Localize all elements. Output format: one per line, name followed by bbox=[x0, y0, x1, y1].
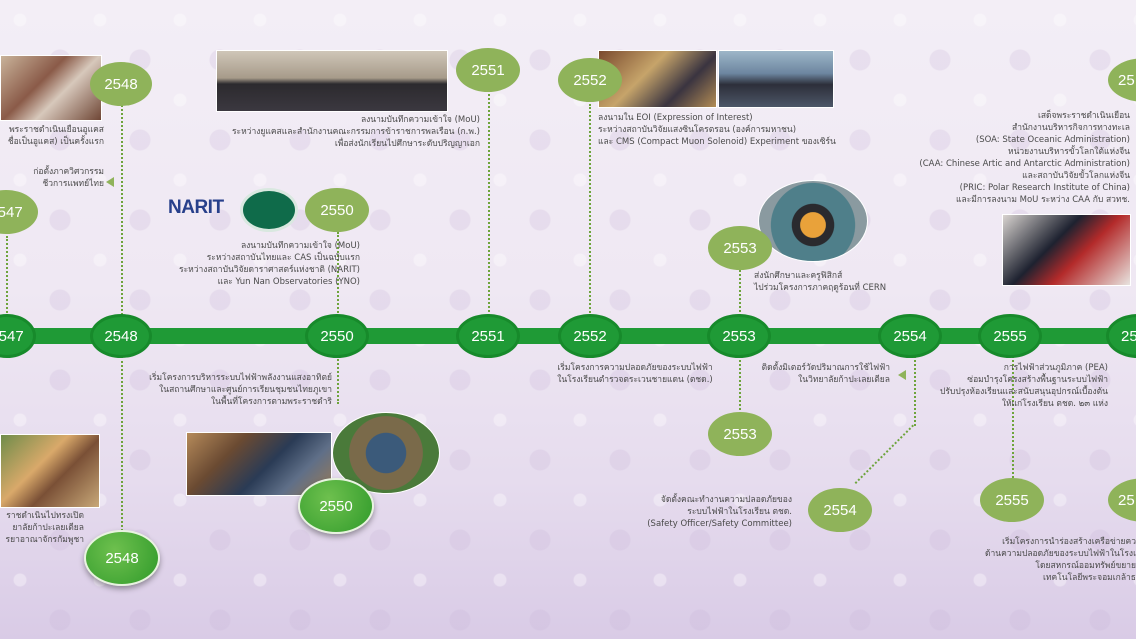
connector-2554-down bbox=[914, 356, 916, 426]
event-2548-royal-visit: พระราชดำเนินเยือนอูแคส ชื่อเป็นอูแคส) เป… bbox=[7, 125, 104, 147]
year-marker-2554: 2554 bbox=[878, 314, 942, 358]
event-2550-mou-cas: ลงนามบันทึกความเข้าใจ (MoU) ระหว่างสถาบั… bbox=[179, 241, 360, 287]
year-bubble-edge-bottom: 25 bbox=[1108, 478, 1136, 522]
event-2555-pea: การไฟฟ้าส่วนภูมิภาค (PEA) ซ่อมบำรุงโครงส… bbox=[939, 363, 1108, 409]
photo-polar-visit bbox=[1002, 214, 1131, 286]
connector-2551-up bbox=[488, 94, 490, 316]
cas-seal-logo bbox=[240, 188, 298, 232]
photo-royal-visit-2548 bbox=[0, 55, 102, 121]
year-bubble-2548-top: 2548 bbox=[90, 62, 152, 106]
year-bubble-2552: 2552 bbox=[558, 58, 622, 102]
connector-2554-diag bbox=[854, 424, 914, 484]
year-marker-edge: 25 bbox=[1106, 314, 1136, 358]
event-2547-founding: ก่อตั้งภาควิศวกรรม ชีวการแพทย์ไทย bbox=[33, 167, 104, 189]
year-bubble-2554-bottom: 2554 bbox=[808, 488, 872, 532]
year-marker-2551: 2551 bbox=[456, 314, 520, 358]
connector-2550-down bbox=[337, 356, 339, 404]
year-bubble-2553-bottom: 2553 bbox=[708, 412, 772, 456]
arrow-2553-label bbox=[898, 370, 906, 380]
year-bubble-2553-top: 2553 bbox=[708, 226, 772, 270]
connector-2555-down bbox=[1012, 356, 1014, 478]
event-2555-network: เริ่มโครงการนำร่องสร้างเครือข่ายคว ด้านค… bbox=[985, 537, 1136, 583]
year-marker-2548: 2548 bbox=[90, 314, 152, 358]
photo-solar-panels bbox=[186, 432, 332, 496]
year-marker-2547: 2547 bbox=[0, 314, 36, 358]
year-bubble-2547: 2547 bbox=[0, 190, 38, 234]
connector-2553-up bbox=[739, 270, 741, 316]
year-marker-2553: 2553 bbox=[707, 314, 771, 358]
event-2548-cambodia: ราชดำเนินไปทรงเปิด ยาลัยก้าปะเลยเตียล รย… bbox=[5, 511, 84, 545]
event-2548-solar: เริ่มโครงการบริหารระบบไฟฟ้าพลังงานแสงอาท… bbox=[149, 373, 332, 407]
photo-eoi-2552-b bbox=[718, 50, 834, 108]
year-bubble-edge-top: 25 bbox=[1108, 58, 1136, 102]
event-2550-mou-ocsc: ลงนามบันทึกความเข้าใจ (MoU) ระหว่างยูแคส… bbox=[231, 115, 480, 149]
connector-2550-up bbox=[337, 232, 339, 317]
photo-mou-group-2550 bbox=[216, 50, 448, 112]
connector-2547-up bbox=[6, 236, 8, 316]
year-bubble-2551: 2551 bbox=[456, 48, 520, 92]
year-bubble-2550-bottom: 2550 bbox=[298, 478, 374, 534]
year-marker-2550: 2550 bbox=[305, 314, 369, 358]
connector-2548-down bbox=[121, 356, 123, 531]
photo-cern-students bbox=[758, 180, 868, 262]
narit-logo: NARIT bbox=[168, 197, 224, 218]
event-2553-meter: ติดตั้งมิเตอร์วัดปริมาณการใช้ไฟฟ้า ในวิท… bbox=[761, 363, 890, 385]
year-marker-2552: 2552 bbox=[558, 314, 622, 358]
year-bubble-2550-top: 2550 bbox=[305, 188, 369, 232]
connector-2548-up bbox=[121, 100, 123, 315]
event-2554-team: จัดตั้งคณะทำงานความปลอดภัยของ ระบบไฟฟ้าใ… bbox=[647, 495, 792, 529]
event-2555-polar: เสด็จพระราชดำเนินเยือน สำนักงานบริหารกิจ… bbox=[919, 111, 1130, 205]
event-2552-eoi: ลงนามใน EOI (Expression of Interest) ระห… bbox=[598, 113, 836, 147]
event-2553-cern: ส่งนักศึกษาและครูฟิสิกส์ ไปร่วมโครงการภา… bbox=[754, 271, 887, 293]
year-bubble-2555-bottom: 2555 bbox=[980, 478, 1044, 522]
year-marker-2555: 2555 bbox=[978, 314, 1042, 358]
year-bubble-2548-bottom: 2548 bbox=[84, 530, 160, 586]
photo-royal-visit-cambodia bbox=[0, 434, 100, 508]
event-2552-safety: เริ่มโครงการความปลอดภัยของระบบไฟฟ้า ในโร… bbox=[557, 363, 713, 385]
connector-2553-down bbox=[739, 356, 741, 410]
arrow-2547-label bbox=[106, 177, 114, 187]
connector-2552-up bbox=[589, 104, 591, 316]
